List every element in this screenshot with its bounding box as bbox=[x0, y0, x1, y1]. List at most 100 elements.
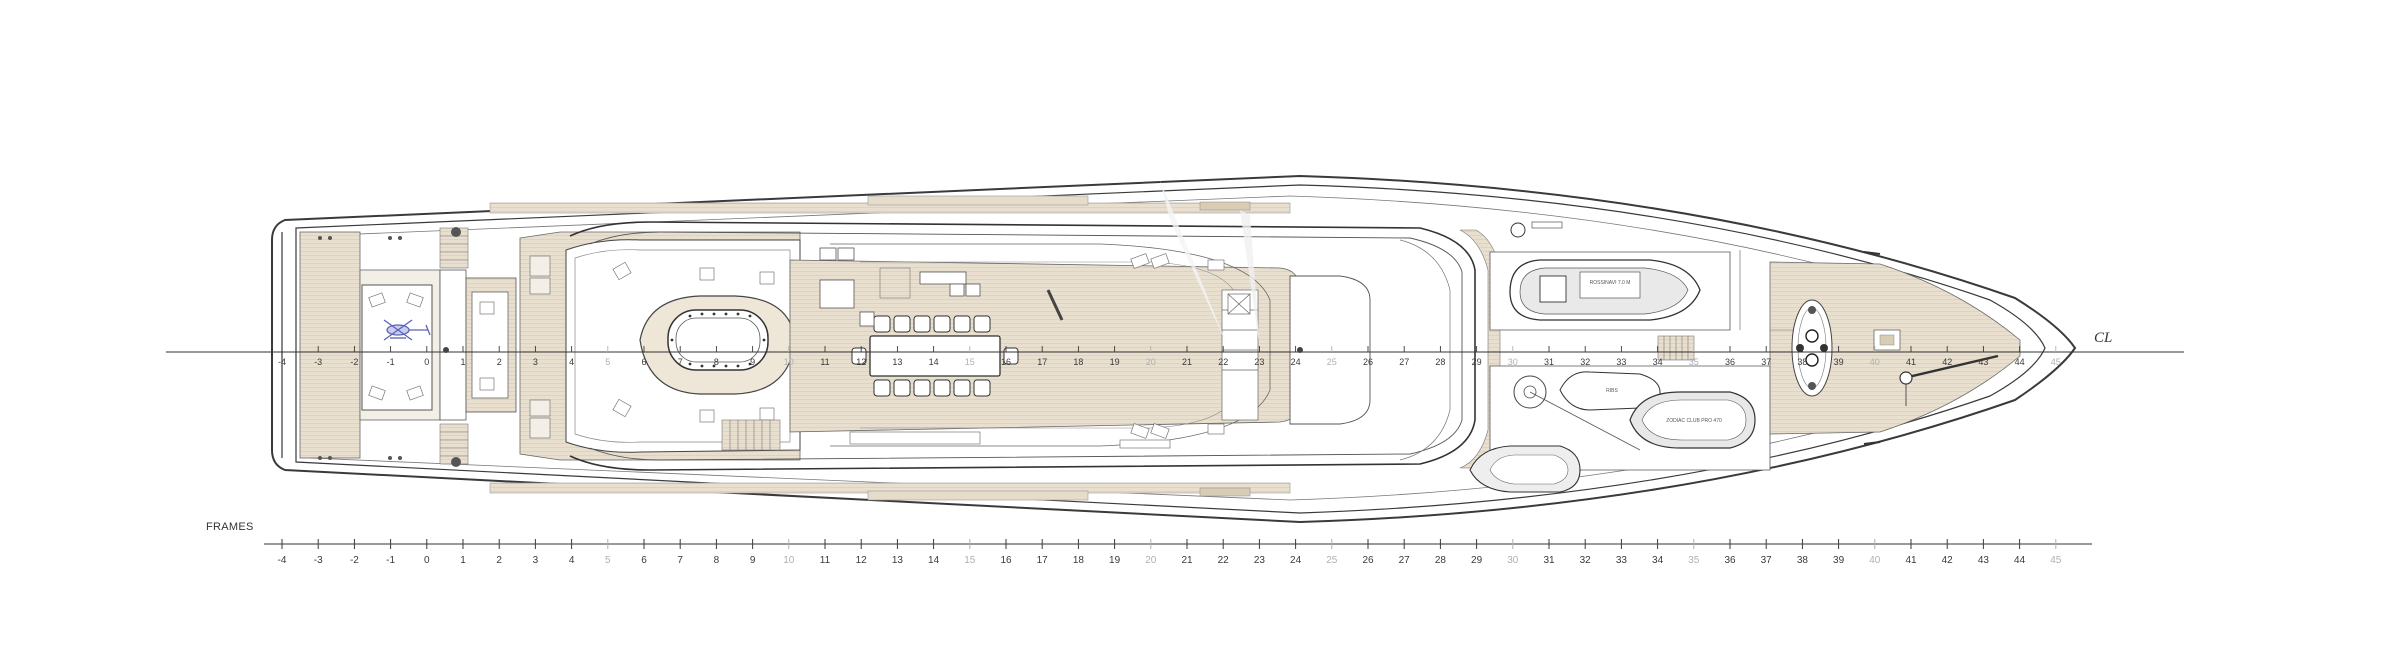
rib-label: ZODIAC CLUB PRO 470 bbox=[1666, 418, 1722, 424]
scale-tick-label: 13 bbox=[892, 555, 904, 566]
centerline-frame-label: 1 bbox=[460, 357, 465, 367]
scale-tick-label: 18 bbox=[1073, 555, 1085, 566]
scale-tick-label: 11 bbox=[820, 555, 831, 566]
centerline-frame-label: 11 bbox=[820, 357, 829, 367]
superstructure bbox=[569, 180, 1476, 471]
scale-tick-label: 4 bbox=[569, 555, 575, 566]
centerline-frame-label: -4 bbox=[278, 357, 286, 367]
centerline-frame-label: 3 bbox=[533, 357, 538, 367]
aft-deck bbox=[299, 227, 517, 467]
rib-boat: ZODIAC CLUB PRO 470 bbox=[1629, 391, 1756, 449]
scale-tick-label: 43 bbox=[1978, 555, 1990, 566]
scale-tick-label: 23 bbox=[1254, 555, 1266, 566]
hull-inner-line bbox=[295, 184, 2046, 514]
centerline-frame-label: 4 bbox=[569, 357, 574, 367]
scale-tick-label: 34 bbox=[1652, 555, 1664, 566]
fore-stairs bbox=[1657, 335, 1695, 361]
centerline-frame-label: 21 bbox=[1182, 357, 1192, 367]
centerline-frame-label: 6 bbox=[641, 357, 646, 367]
scale-tick-label: 10 bbox=[783, 555, 795, 566]
centerline-frame-label: 13 bbox=[892, 357, 902, 367]
scale-tick-label: 9 bbox=[750, 555, 756, 566]
anchor-windlass-icon bbox=[1791, 299, 1833, 397]
scale-tick-label: 37 bbox=[1761, 555, 1773, 566]
centerline-frame-label: 30 bbox=[1508, 357, 1518, 367]
scale-tick-label: 25 bbox=[1326, 555, 1338, 566]
scale-tick-label: 22 bbox=[1218, 555, 1230, 566]
scale-tick-label: 2 bbox=[496, 555, 502, 566]
scale-tick-label: 5 bbox=[605, 555, 611, 566]
scale-tick-label: 33 bbox=[1616, 555, 1628, 566]
aft-bollards bbox=[318, 227, 461, 467]
centerline-frame-label: 39 bbox=[1834, 357, 1844, 367]
scale-tick-label: 42 bbox=[1942, 555, 1954, 566]
scale-tick-label: 31 bbox=[1543, 555, 1555, 566]
scale-tick-label: -4 bbox=[278, 555, 287, 566]
centerline-frame-label: 37 bbox=[1761, 357, 1771, 367]
centerline-frame-label: 18 bbox=[1073, 357, 1083, 367]
centerline-frame-label: 5 bbox=[605, 357, 610, 367]
tender-label: ROSSINAVI 7.0 M bbox=[1590, 280, 1631, 286]
scale-tick-label: 27 bbox=[1399, 555, 1411, 566]
centerline-marker bbox=[1297, 347, 1303, 353]
centerline-frame-label: 42 bbox=[1942, 357, 1952, 367]
davit-icon bbox=[1510, 222, 1526, 238]
centerline-frame-label: 28 bbox=[1435, 357, 1445, 367]
centerline-frame-label: 19 bbox=[1110, 357, 1120, 367]
scale-tick-label: 26 bbox=[1362, 555, 1374, 566]
centerline-frame-label: 26 bbox=[1363, 357, 1373, 367]
centerline-frame-label: 15 bbox=[965, 357, 975, 367]
centerline-frame-label: 16 bbox=[1001, 357, 1011, 367]
centerline-frame-label: 29 bbox=[1472, 357, 1482, 367]
centerline-frame-label: 0 bbox=[424, 357, 429, 367]
jetski-boat: RIBS bbox=[1513, 371, 1661, 451]
scale-tick-label: 21 bbox=[1181, 555, 1193, 566]
port-deck-panel bbox=[867, 195, 1089, 206]
aft-stairs-stbd bbox=[439, 423, 469, 465]
foredeck: ROSSINAVI 7.0 M RIBS ZODIAC CLUB PRO 470 bbox=[1459, 221, 2021, 493]
centerline-frame-label: 12 bbox=[856, 357, 866, 367]
scale-tick-label: 15 bbox=[964, 555, 976, 566]
centerline-frame-label: 35 bbox=[1689, 357, 1699, 367]
scale-tick-label: 39 bbox=[1833, 555, 1845, 566]
centerline-frame-label: 41 bbox=[1906, 357, 1916, 367]
upper-deck-outline bbox=[569, 221, 1476, 471]
centerline-frame-label: 40 bbox=[1870, 357, 1880, 367]
helicopter-icon bbox=[383, 319, 431, 341]
scale-tick-label: -3 bbox=[314, 555, 323, 566]
scale-tick-label: 40 bbox=[1869, 555, 1881, 566]
scale-tick-label: 3 bbox=[533, 555, 539, 566]
centerline-frame-label: 33 bbox=[1616, 357, 1626, 367]
scale-tick-label: 28 bbox=[1435, 555, 1447, 566]
scale-tick-label: 19 bbox=[1109, 555, 1121, 566]
centerline-frame-label: 44 bbox=[2015, 357, 2025, 367]
scale-tick-label: 12 bbox=[856, 555, 868, 566]
scale-tick-label: 30 bbox=[1507, 555, 1519, 566]
dining-table bbox=[869, 335, 1001, 377]
centerline-frame-label: 34 bbox=[1653, 357, 1663, 367]
scale-tick-label: 14 bbox=[928, 555, 940, 566]
centerline-frame-label: 20 bbox=[1146, 357, 1156, 367]
port-bench bbox=[1199, 201, 1251, 211]
centerline-frame-label: 43 bbox=[1978, 357, 1988, 367]
centerline-frame-label: 8 bbox=[714, 357, 719, 367]
forward-stair-tower bbox=[1221, 289, 1259, 421]
scale-tick-label: 7 bbox=[677, 555, 683, 566]
scale-tick-label: 0 bbox=[424, 555, 430, 566]
centerline-marker bbox=[443, 347, 449, 353]
centerline-frame-label: 9 bbox=[750, 357, 755, 367]
centerline-frame-label: 27 bbox=[1399, 357, 1409, 367]
centerline-frame-label: 2 bbox=[497, 357, 502, 367]
scale-tick-label: 36 bbox=[1724, 555, 1736, 566]
jetski-label: RIBS bbox=[1606, 388, 1618, 394]
scale-tick-label: 44 bbox=[2014, 555, 2026, 566]
scale-tick-label: 17 bbox=[1037, 555, 1049, 566]
scale-tick-label: 16 bbox=[1000, 555, 1012, 566]
centerline-frame-label: 25 bbox=[1327, 357, 1337, 367]
scale-tick-label: 24 bbox=[1290, 555, 1302, 566]
tender-boat: ROSSINAVI 7.0 M bbox=[1509, 259, 1701, 321]
salon-stairs bbox=[721, 419, 781, 451]
centerline-frame-label: 36 bbox=[1725, 357, 1735, 367]
